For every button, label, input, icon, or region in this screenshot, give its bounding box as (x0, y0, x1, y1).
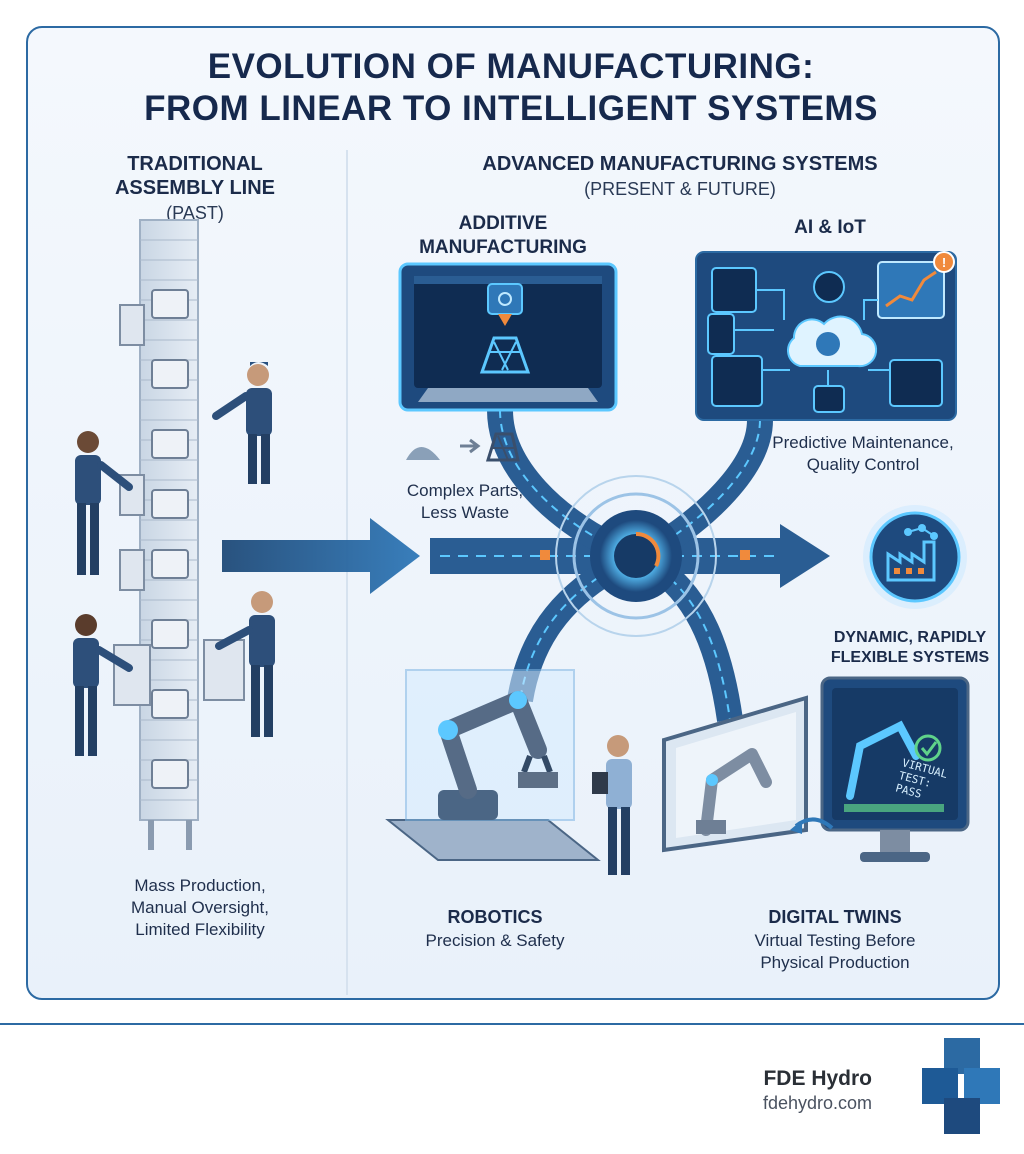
sync-arrow-icon (790, 817, 834, 834)
past-heading-line-1: TRADITIONAL (127, 153, 263, 175)
robotics-caption: Precision & Safety (425, 931, 565, 950)
dynamic-caption-line-2: FLEXIBLE SYSTEMS (830, 649, 990, 666)
additive-caption-line-2: Less Waste (420, 503, 510, 522)
additive-printer-illustration (398, 262, 618, 412)
worker-figure (75, 431, 133, 575)
ai-iot-panel: ! (695, 251, 957, 421)
digital-twins-caption-line-1: Virtual Testing Before (754, 931, 916, 950)
powder-to-part-icon (406, 432, 520, 462)
footer-divider (0, 1023, 1024, 1025)
worker-figure (212, 362, 272, 484)
brand-logo-icon (922, 1038, 1000, 1134)
title-line-1: EVOLUTION OF MANUFACTURING: (207, 47, 815, 86)
past-caption-line-2: Manual Oversight, (131, 898, 269, 917)
page-title: EVOLUTION OF MANUFACTURING: FROM LINEAR … (26, 46, 996, 130)
past-heading: TRADITIONAL ASSEMBLY LINE (90, 152, 300, 200)
dynamic-caption-line-1: DYNAMIC, RAPIDLY (833, 629, 987, 646)
title-line-2: FROM LINEAR TO INTELLIGENT SYSTEMS (144, 89, 878, 128)
section-divider (346, 150, 348, 995)
worker-figure (73, 614, 133, 756)
brand-url: fdehydro.com (762, 1093, 872, 1113)
digital-twins-heading: DIGITAL TWINS (768, 907, 902, 927)
digital-twins-caption: Virtual Testing Before Physical Producti… (720, 930, 950, 974)
additive-heading: ADDITIVE MANUFACTURING (398, 212, 608, 260)
robotics-heading: ROBOTICS (447, 907, 543, 927)
brand-block: FDE Hydro fdehydro.com (763, 1066, 872, 1114)
ai-iot-caption-line-1: Predictive Maintenance, (772, 433, 954, 452)
additive-heading-line-2: MANUFACTURING (419, 237, 587, 258)
past-caption: Mass Production, Manual Oversight, Limit… (70, 875, 330, 941)
virtual-test-screen: VIRTUAL TEST: PASS (820, 676, 970, 862)
assembly-line-illustration (73, 219, 275, 850)
advanced-heading: ADVANCED MANUFACTURING SYSTEMS (482, 153, 878, 175)
advanced-era: (PRESENT & FUTURE) (584, 179, 776, 199)
past-caption-line-3: Limited Flexibility (135, 920, 265, 939)
past-caption-line-1: Mass Production, (134, 876, 266, 895)
ai-iot-heading: AI & IoT (794, 217, 866, 238)
robotic-arm-illustration (385, 669, 632, 875)
ai-iot-caption: Predictive Maintenance, Quality Control (748, 432, 978, 476)
additive-caption: Complex Parts, Less Waste (390, 480, 540, 524)
past-heading-line-2: ASSEMBLY LINE (114, 177, 276, 199)
worker-figure (215, 591, 275, 737)
brand-name: FDE Hydro (763, 1067, 872, 1090)
additive-heading-line-1: ADDITIVE (458, 213, 548, 234)
past-era: (PAST) (166, 203, 224, 223)
svg-text:!: ! (942, 255, 946, 270)
additive-caption-line-1: Complex Parts, (406, 481, 524, 500)
dynamic-caption: DYNAMIC, RAPIDLY FLEXIBLE SYSTEMS (810, 628, 1010, 668)
ai-iot-caption-line-2: Quality Control (806, 455, 920, 474)
physical-machine-screen (662, 695, 808, 853)
factory-icon (863, 505, 967, 609)
digital-twins-caption-line-2: Physical Production (760, 953, 910, 972)
